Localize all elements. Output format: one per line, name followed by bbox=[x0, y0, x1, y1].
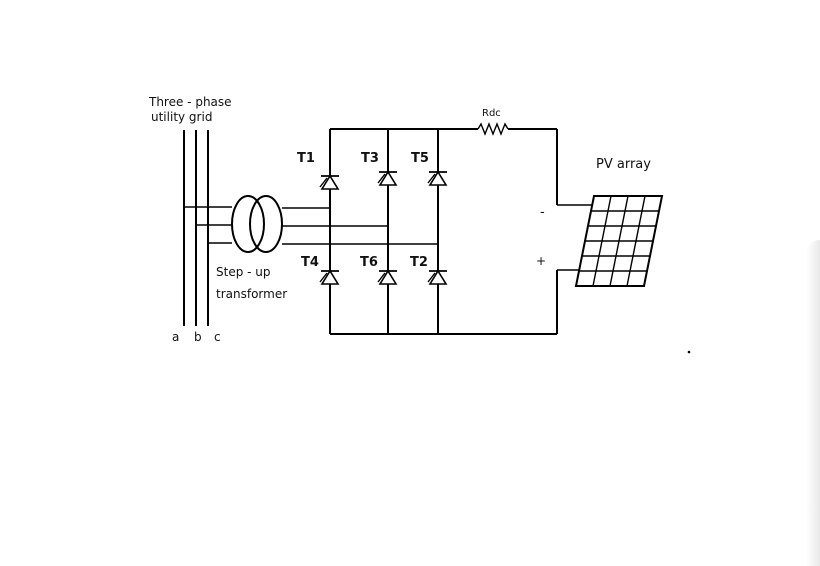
dc-minus-sign: - bbox=[540, 205, 545, 220]
thyristor-label-t2: T2 bbox=[410, 255, 428, 270]
bridge-frame bbox=[329, 128, 558, 335]
ac-connection-lines bbox=[282, 207, 438, 245]
phase-label-a: a bbox=[172, 330, 179, 344]
grid-label-line2: utility grid bbox=[151, 110, 212, 124]
phase-label-b: b bbox=[194, 330, 202, 344]
thyristor-label-t6: T6 bbox=[360, 255, 378, 270]
pv-array-label: PV array bbox=[596, 157, 651, 172]
step-up-transformer-symbol bbox=[231, 195, 283, 253]
thyristor-t1-symbol bbox=[319, 175, 340, 190]
side-panel-edge bbox=[806, 240, 820, 566]
thyristor-label-t3: T3 bbox=[361, 151, 379, 166]
grid-label-line1: Three - phase bbox=[148, 95, 232, 109]
transformer-label-line1: Step - up bbox=[216, 265, 271, 279]
thyristor-t2-symbol bbox=[427, 270, 448, 285]
resistor-rdc-symbol bbox=[477, 122, 509, 136]
transformer-label-line2: transformer bbox=[216, 287, 287, 301]
thyristor-t6-symbol bbox=[377, 270, 398, 285]
thyristor-label-t1: T1 bbox=[297, 151, 315, 166]
resistor-label: Rdc bbox=[482, 108, 501, 119]
thyristor-label-t4: T4 bbox=[301, 255, 319, 270]
thyristor-t3-symbol bbox=[377, 171, 398, 186]
pv-connection-lines bbox=[557, 204, 595, 271]
thyristor-t4-symbol bbox=[319, 270, 340, 285]
dc-plus-sign: + bbox=[536, 254, 546, 268]
three-phase-lines bbox=[183, 130, 232, 326]
phase-label-c: c bbox=[214, 330, 221, 344]
pv-array-panel bbox=[574, 195, 664, 287]
thyristor-t5-symbol bbox=[427, 171, 448, 186]
thyristor-label-t5: T5 bbox=[411, 151, 429, 166]
stray-dot bbox=[687, 350, 691, 354]
